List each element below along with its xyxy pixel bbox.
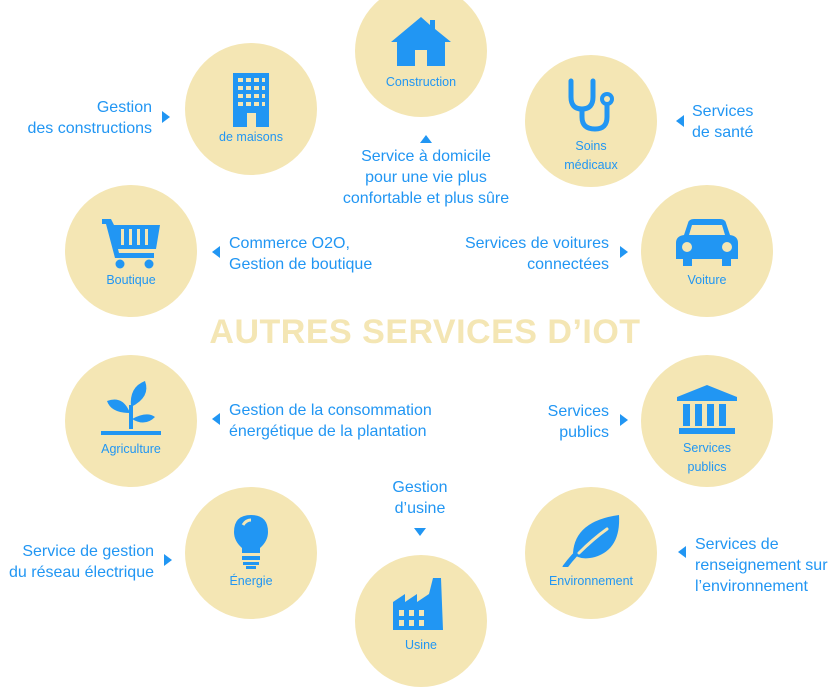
arrow-up xyxy=(420,135,432,143)
arrow-right xyxy=(620,414,628,426)
node-label: de maisons xyxy=(219,130,283,144)
car-icon xyxy=(676,219,738,266)
factory-icon xyxy=(393,578,443,630)
node-services-publics: Services publics xyxy=(641,355,773,487)
desc-soins-medicaux: Services de santé xyxy=(692,103,754,141)
arrow-left xyxy=(678,546,686,558)
stethoscope-icon xyxy=(568,78,614,132)
arrow-left xyxy=(212,413,220,425)
house-icon xyxy=(391,17,451,66)
node-voiture: Voiture xyxy=(641,185,773,317)
building-icon xyxy=(233,73,269,127)
node-construction: Construction xyxy=(355,0,487,117)
node-usine: Usine xyxy=(355,555,487,687)
sprout-icon xyxy=(101,381,161,435)
node-boutique: Boutique xyxy=(65,185,197,317)
lightbulb-icon xyxy=(234,515,268,569)
desc-energie: Service de gestion du réseau électrique xyxy=(9,543,154,581)
bank-icon xyxy=(677,385,737,434)
node-label: Voiture xyxy=(687,273,727,287)
arrow-right xyxy=(164,554,172,566)
node-label: Boutique xyxy=(106,273,156,287)
desc-voiture: Services de voitures connectées xyxy=(464,235,609,273)
arrow-right xyxy=(162,111,170,123)
node-energie: Énergie xyxy=(185,487,317,619)
desc-construction: Service à domicile pour une vie plus con… xyxy=(342,148,510,207)
node-label: Énergie xyxy=(229,574,273,588)
desc-services-publics: Services publics xyxy=(547,403,609,441)
desc-agriculture: Gestion de la consommation énergétique d… xyxy=(229,402,432,440)
desc-usine: Gestion d’usine xyxy=(392,479,448,517)
node-environnement: Environnement xyxy=(525,487,657,619)
node-label: Environnement xyxy=(548,574,634,588)
node-label: Usine xyxy=(405,638,437,652)
leaf-icon xyxy=(562,515,620,567)
desc-environnement: Services de renseignement sur l’environn… xyxy=(695,536,828,595)
arrow-left xyxy=(676,115,684,127)
desc-maisons: Gestion des constructions xyxy=(27,99,152,137)
node-label: Agriculture xyxy=(101,442,161,456)
arrow-right xyxy=(620,246,628,258)
node-label: Soins médicaux xyxy=(564,139,618,172)
node-agriculture: Agriculture xyxy=(65,355,197,487)
arrow-left xyxy=(212,246,220,258)
node-soins-medicaux: Soins médicaux xyxy=(525,55,657,187)
shopping-cart-icon xyxy=(102,219,160,269)
diagram-title: AUTRES SERVICES D’IOT xyxy=(209,313,641,351)
node-label: Services publics xyxy=(683,441,731,474)
desc-boutique: Commerce O2O, Gestion de boutique xyxy=(229,235,373,273)
node-label: Construction xyxy=(385,75,457,89)
node-maisons: de maisons xyxy=(185,43,317,175)
arrow-down xyxy=(414,528,426,536)
